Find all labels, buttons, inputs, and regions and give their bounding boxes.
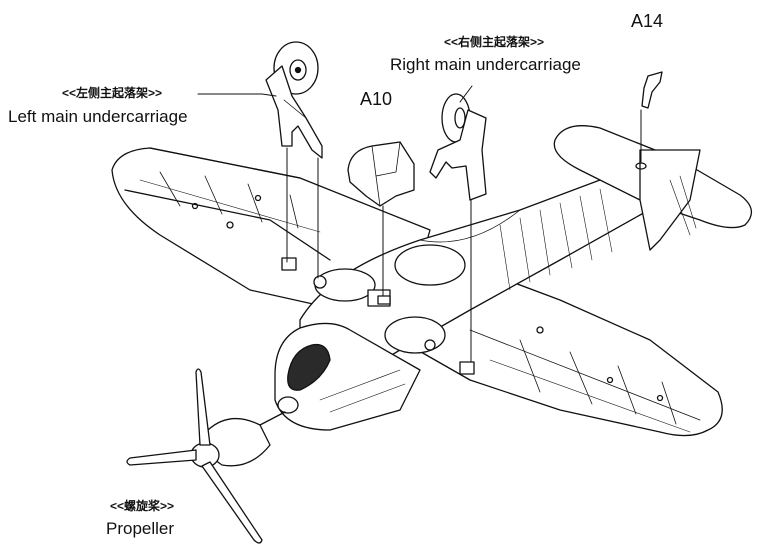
right-undercarriage-label-cn: <<右侧主起落架>> <box>444 35 545 49</box>
right-undercarriage-label: Right main undercarriage <box>390 55 581 74</box>
engine-cowling <box>274 322 421 431</box>
guide-lines <box>286 109 642 363</box>
left-undercarriage-label: Left main undercarriage <box>8 107 188 126</box>
a14-part <box>641 71 663 109</box>
left-undercarriage-part <box>265 41 323 159</box>
a10-part <box>347 141 415 207</box>
right-undercarriage-part <box>429 93 487 201</box>
tail-section <box>553 125 752 251</box>
a14-label: A14 <box>631 11 664 31</box>
leader-lines <box>197 85 473 103</box>
right-wing <box>399 269 723 437</box>
a10-label: A10 <box>360 89 393 109</box>
gear-mounts <box>281 257 475 375</box>
propeller-label: Propeller <box>106 519 175 538</box>
left-undercarriage-label-cn: <<左侧主起落架>> <box>62 86 163 100</box>
propeller-label-cn: <<螺旋桨>> <box>110 499 175 513</box>
propeller <box>126 368 286 544</box>
